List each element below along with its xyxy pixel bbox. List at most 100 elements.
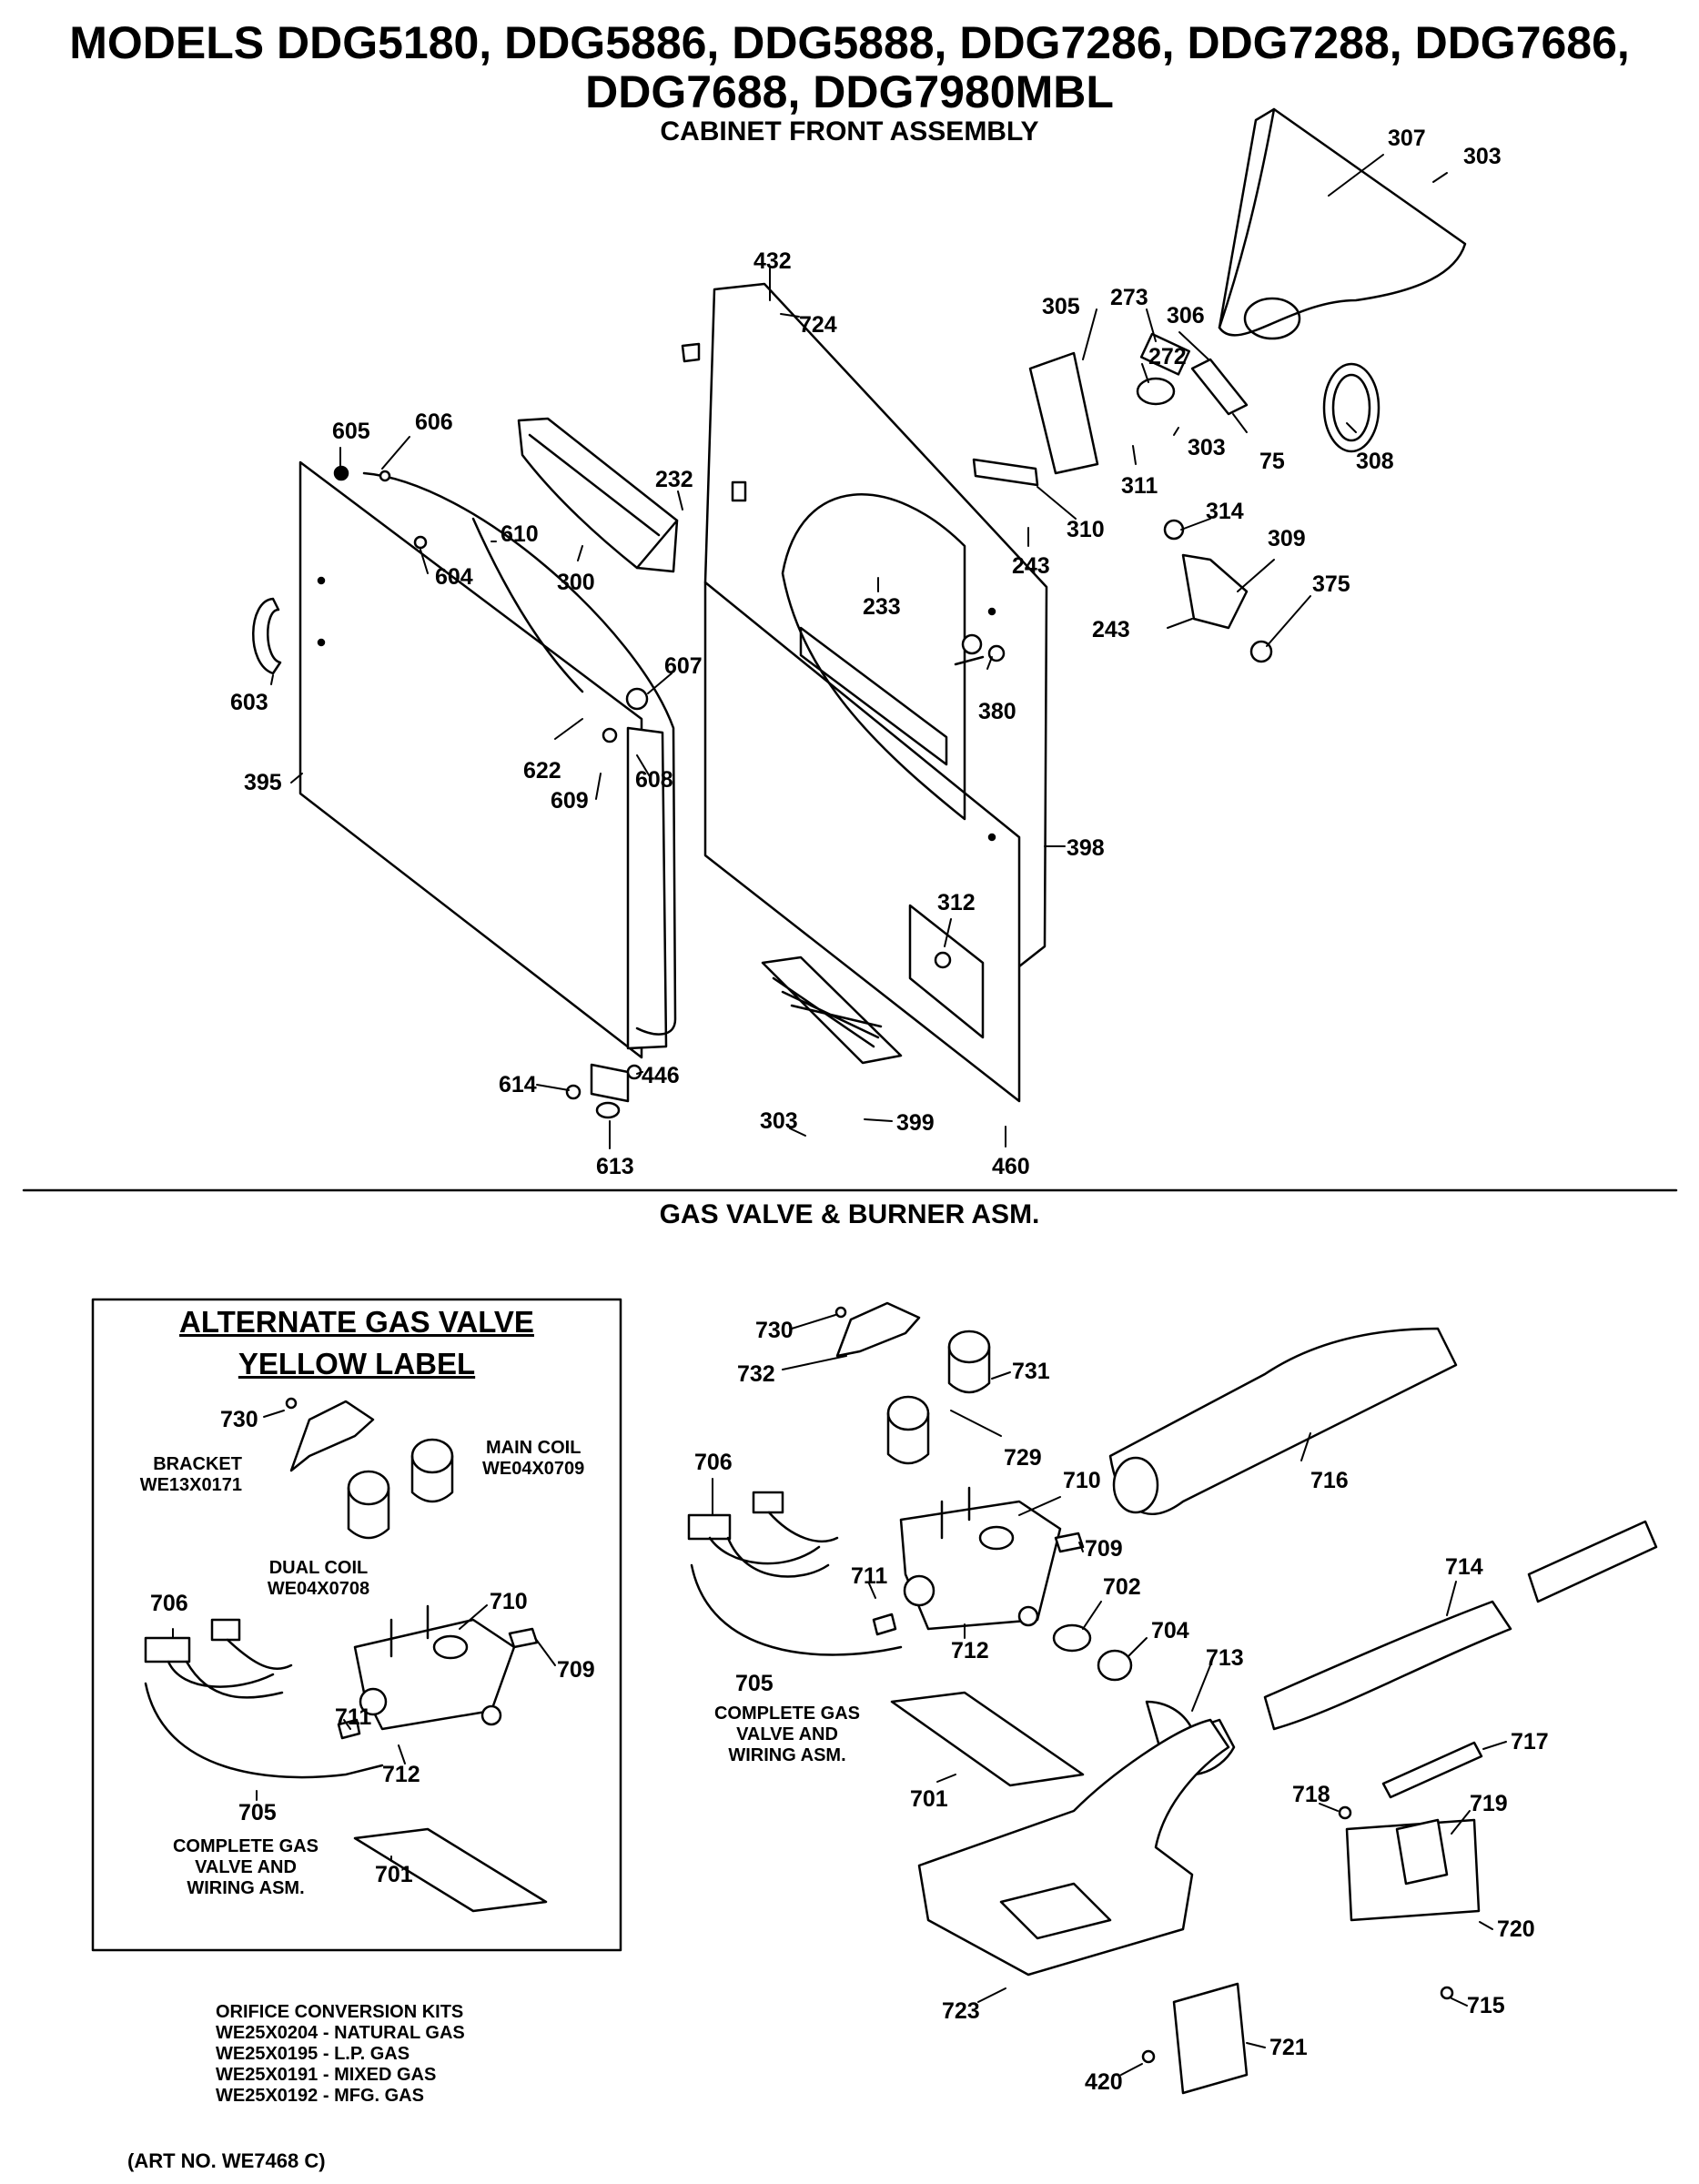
callout-432: 432 bbox=[753, 248, 792, 274]
callout-446: 446 bbox=[642, 1063, 680, 1088]
callout-380: 380 bbox=[978, 699, 1016, 724]
callout-706: 706 bbox=[694, 1450, 733, 1475]
callout-712: 712 bbox=[382, 1762, 420, 1787]
callout-713: 713 bbox=[1206, 1645, 1244, 1671]
callout-75: 75 bbox=[1259, 449, 1285, 474]
callout-607: 607 bbox=[664, 653, 703, 679]
callout-705: 705 bbox=[238, 1800, 277, 1825]
leader-lines bbox=[172, 154, 1507, 2076]
callout-303: 303 bbox=[1463, 144, 1502, 169]
callout-309: 309 bbox=[1268, 526, 1306, 551]
inset-complete-valve-note: COMPLETE GAS VALVE AND WIRING ASM. bbox=[155, 1836, 337, 1899]
complete-line3: WIRING ASM. bbox=[728, 1745, 846, 1765]
callout-603: 603 bbox=[230, 690, 268, 715]
art-number: (ART NO. WE7468 C) bbox=[127, 2149, 326, 2172]
callout-711: 711 bbox=[335, 1704, 371, 1730]
dual-coil-label: DUAL COIL bbox=[268, 1558, 369, 1578]
callout-233: 233 bbox=[863, 594, 901, 620]
page-title-line2: DDG7688, DDG7980MBL bbox=[585, 66, 1114, 117]
main-valve-drawing bbox=[687, 1301, 1658, 2095]
orifice-kit-item: WE25X0191 - MIXED GAS bbox=[216, 2065, 437, 2085]
inset-valve-drawing bbox=[144, 1397, 548, 1913]
hinge-parts-drawing bbox=[333, 342, 701, 1119]
bulkhead-drawing bbox=[1218, 107, 1467, 453]
callout-310: 310 bbox=[1067, 517, 1105, 542]
complete-line1: COMPLETE GAS bbox=[713, 1704, 860, 1724]
callout-232: 232 bbox=[655, 467, 693, 492]
callout-731: 731 bbox=[1012, 1359, 1050, 1384]
callout-460: 460 bbox=[992, 1154, 1030, 1179]
callout-730: 730 bbox=[755, 1318, 794, 1343]
bracket-part-number: WE13X0171 bbox=[139, 1475, 242, 1495]
callout-613: 613 bbox=[596, 1154, 634, 1179]
inset-complete-line3: WIRING ASM. bbox=[187, 1878, 305, 1898]
orifice-kit-item: WE25X0195 - L.P. GAS bbox=[216, 2044, 410, 2064]
callout-714: 714 bbox=[1445, 1554, 1483, 1580]
callout-716: 716 bbox=[1310, 1468, 1349, 1493]
callout-715: 715 bbox=[1467, 1993, 1505, 2018]
alternate-valve-inset-box bbox=[91, 1298, 622, 1952]
callout-399: 399 bbox=[896, 1110, 935, 1136]
callout-305: 305 bbox=[1042, 294, 1080, 319]
callout-272: 272 bbox=[1148, 344, 1187, 369]
callout-420: 420 bbox=[1085, 2069, 1123, 2095]
cabinet-front-assembly-heading: CABINET FRONT ASSEMBLY bbox=[660, 116, 1039, 147]
small-parts-drawing bbox=[954, 332, 1273, 666]
callout-314: 314 bbox=[1206, 499, 1244, 524]
page-title: MODELS DDG5180, DDG5886, DDG5888, DDG728… bbox=[69, 17, 1630, 68]
callout-606: 606 bbox=[415, 410, 453, 435]
bracket-note: BRACKET WE13X0171 bbox=[133, 1454, 242, 1496]
callout-300: 300 bbox=[557, 570, 595, 595]
callout-308: 308 bbox=[1356, 449, 1394, 474]
callout-605: 605 bbox=[332, 419, 370, 444]
callout-609: 609 bbox=[551, 788, 589, 814]
callout-622: 622 bbox=[523, 758, 561, 784]
orifice-conversion-kits: ORIFICE CONVERSION KITS WE25X0204 - NATU… bbox=[216, 2002, 465, 2107]
callout-604: 604 bbox=[435, 564, 473, 590]
main-coil-label: MAIN COIL bbox=[486, 1438, 582, 1458]
callout-243: 243 bbox=[1092, 617, 1130, 642]
callout-labels: 303 307 432 724 305 273 306 272 308 303 … bbox=[150, 126, 1549, 2095]
callout-711: 711 bbox=[851, 1563, 887, 1589]
callout-717: 717 bbox=[1511, 1729, 1549, 1754]
callout-709: 709 bbox=[1085, 1536, 1123, 1562]
callout-303: 303 bbox=[760, 1108, 798, 1134]
callout-614: 614 bbox=[499, 1072, 537, 1097]
callout-710: 710 bbox=[490, 1589, 528, 1614]
inset-complete-line1: COMPLETE GAS bbox=[172, 1836, 319, 1856]
dual-coil-part-number: WE04X0708 bbox=[267, 1579, 370, 1599]
callout-705: 705 bbox=[735, 1671, 774, 1696]
bracket-label: BRACKET bbox=[153, 1454, 242, 1474]
callout-719: 719 bbox=[1470, 1791, 1508, 1816]
callout-398: 398 bbox=[1067, 835, 1105, 861]
callout-710: 710 bbox=[1063, 1468, 1101, 1493]
complete-valve-note: COMPLETE GAS VALVE AND WIRING ASM. bbox=[696, 1704, 878, 1766]
callout-701: 701 bbox=[375, 1862, 413, 1887]
callout-706: 706 bbox=[150, 1591, 188, 1616]
callout-610: 610 bbox=[501, 521, 539, 547]
callout-303: 303 bbox=[1188, 435, 1226, 460]
door-panel-drawing bbox=[252, 460, 677, 1059]
orifice-kits-heading: ORIFICE CONVERSION KITS bbox=[216, 2002, 464, 2022]
callout-311: 311 bbox=[1121, 473, 1158, 499]
callout-720: 720 bbox=[1497, 1916, 1535, 1942]
callout-395: 395 bbox=[244, 770, 282, 795]
callout-723: 723 bbox=[942, 1998, 980, 2024]
callout-375: 375 bbox=[1312, 571, 1350, 597]
callout-730: 730 bbox=[220, 1407, 258, 1432]
gas-valve-burner-heading: GAS VALVE & BURNER ASM. bbox=[659, 1199, 1040, 1229]
callout-729: 729 bbox=[1004, 1445, 1042, 1471]
callout-704: 704 bbox=[1151, 1618, 1189, 1643]
lint-duct-drawing bbox=[517, 417, 679, 573]
callout-273: 273 bbox=[1110, 285, 1148, 310]
callout-243: 243 bbox=[1012, 553, 1050, 579]
callout-718: 718 bbox=[1292, 1782, 1330, 1807]
front-panel-drawing bbox=[703, 282, 1048, 1103]
inset-complete-line2: VALVE AND bbox=[195, 1857, 297, 1877]
callout-306: 306 bbox=[1167, 303, 1205, 329]
callout-732: 732 bbox=[737, 1361, 775, 1387]
inset-heading-line1: ALTERNATE GAS VALVE bbox=[179, 1305, 534, 1339]
toe-kick-grille-drawing bbox=[761, 956, 903, 1065]
complete-line2: VALVE AND bbox=[736, 1724, 838, 1744]
